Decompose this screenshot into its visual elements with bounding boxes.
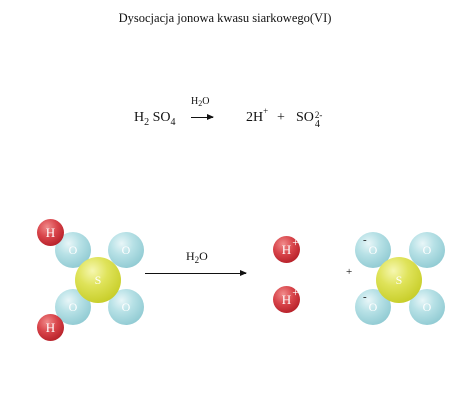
oxygen-negative-charge: - xyxy=(363,291,367,303)
hydrogen-atom: H xyxy=(37,219,64,246)
hydrogen-ion: H+ xyxy=(273,235,300,263)
sulfur-atom: S xyxy=(75,257,121,303)
diagram-reaction-arrow xyxy=(145,270,247,276)
diagram-plus: + xyxy=(346,266,353,278)
diagram-title: Dysocjacja jonowa kwasu siarkowego(VI) xyxy=(118,11,332,25)
equation-arrow xyxy=(191,114,214,120)
diagram-solvent-label: H2O xyxy=(186,249,208,265)
hydrogen-atom: H xyxy=(37,314,64,341)
hydrogen-ion-product: 2H+ xyxy=(246,106,269,125)
equation-plus: + xyxy=(277,110,285,125)
oxygen-atom: O xyxy=(108,232,144,268)
oxygen-atom: O xyxy=(409,232,445,268)
equation-solvent-label: H2O xyxy=(191,96,210,108)
reactant-formula: H2 SO4 xyxy=(134,110,176,128)
hydrogen-ion: H+ xyxy=(273,285,300,313)
oxygen-negative-charge: - xyxy=(363,234,367,246)
sulfur-atom: S xyxy=(376,257,422,303)
